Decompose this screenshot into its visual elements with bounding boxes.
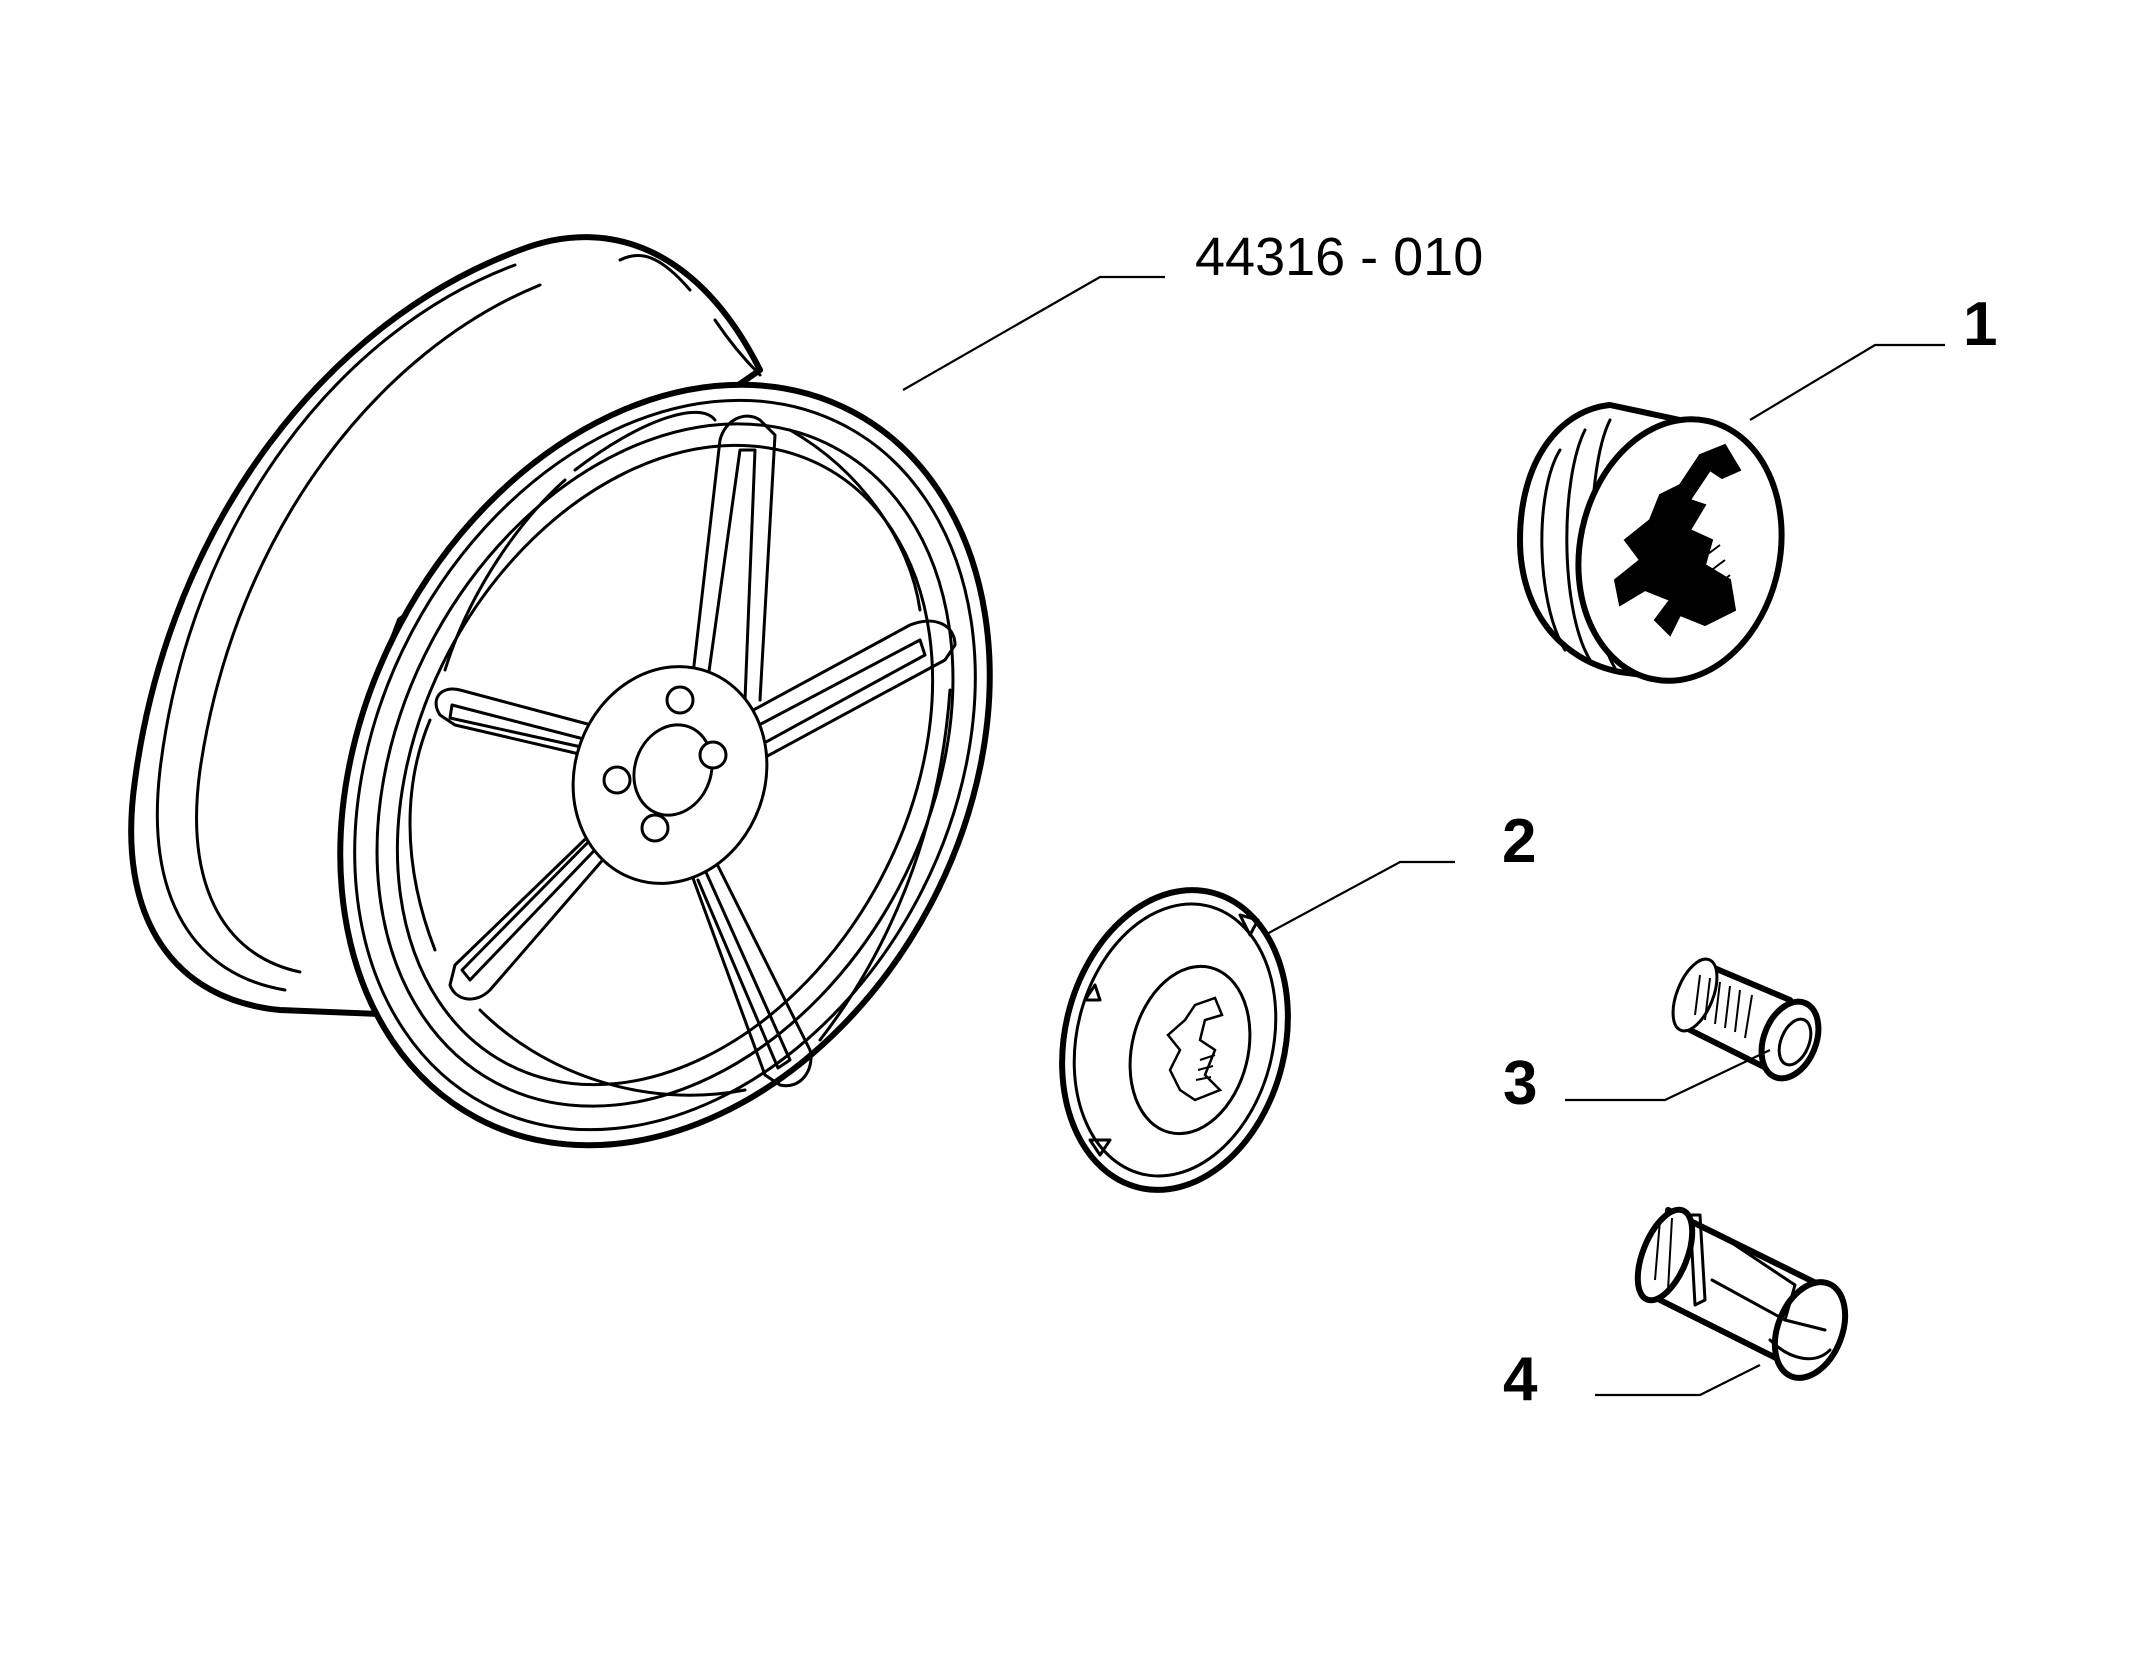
valve-cap-icon xyxy=(1671,957,1822,1082)
callout-3-label: 3 xyxy=(1503,1049,1537,1118)
callout-2-label: 2 xyxy=(1502,807,1536,876)
callout-4-label: 4 xyxy=(1503,1345,1538,1414)
scorpion-hub-cover-icon xyxy=(1059,887,1291,1193)
part-code-label: 44316 - 010 xyxy=(1195,227,1483,287)
alloy-wheel-rim-icon xyxy=(128,234,993,1149)
leader-lines xyxy=(902,275,1945,1397)
callout-1-label: 1 xyxy=(1963,290,1997,359)
wheel-lock-bolt-icon xyxy=(1634,1206,1849,1381)
scorpion-center-cap-icon xyxy=(1517,402,1785,684)
